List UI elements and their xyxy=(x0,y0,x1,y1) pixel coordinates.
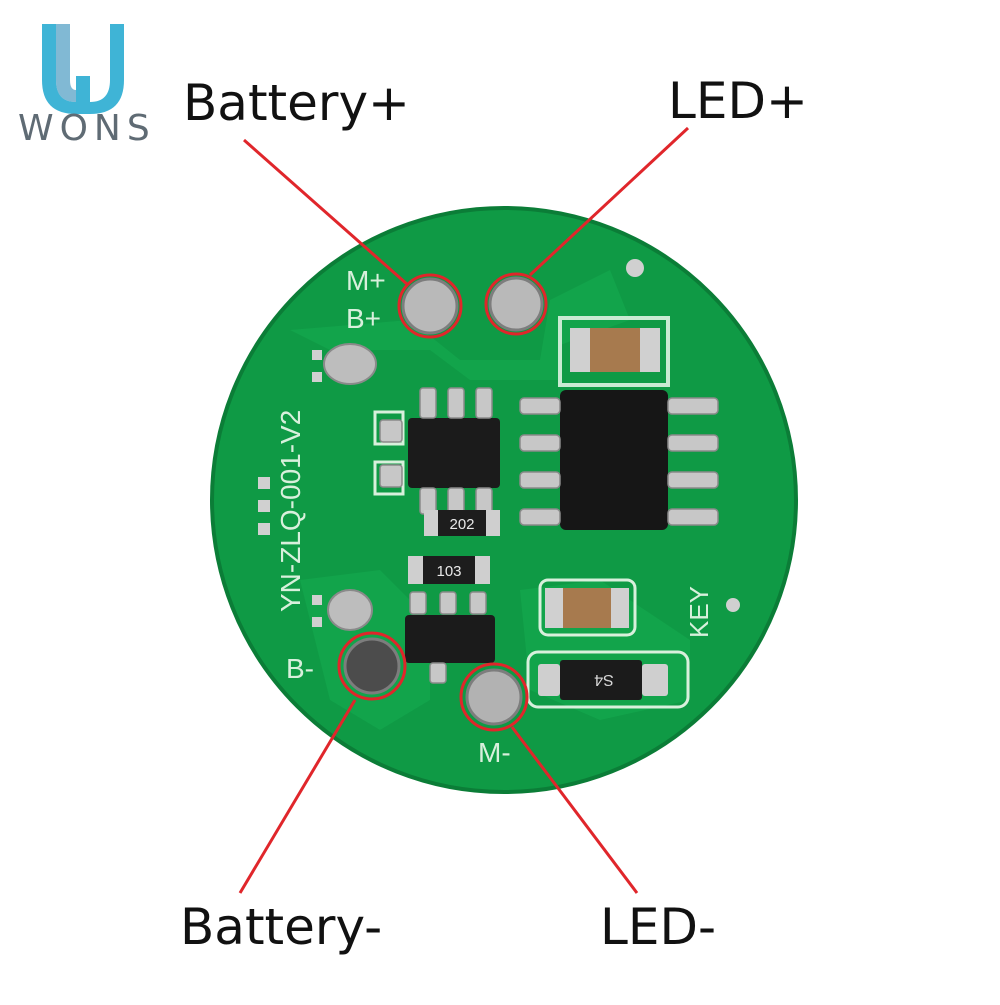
silk-b-plus: B+ xyxy=(346,303,381,334)
resistor-202: 202 xyxy=(424,510,500,536)
pad-battery-minus xyxy=(337,631,407,701)
sot23-chip xyxy=(408,418,500,488)
transistor-s4: S4 xyxy=(538,660,668,700)
capacitor-bottom xyxy=(545,588,629,628)
callout-battery-plus: Battery+ xyxy=(183,74,410,132)
pad-led-plus xyxy=(484,272,548,336)
callout-led-plus: LED+ xyxy=(668,72,808,130)
pad-battery-plus xyxy=(397,273,463,339)
silk-m-plus: M+ xyxy=(346,265,386,296)
resistor-202-label: 202 xyxy=(449,516,474,533)
pad-led-minus xyxy=(459,662,529,732)
callout-battery-minus: Battery- xyxy=(180,898,383,956)
transistor-label: S4 xyxy=(594,671,614,688)
silk-b-minus: B- xyxy=(286,653,314,684)
brand-wordmark: WONS xyxy=(18,108,156,149)
capacitor-top xyxy=(570,328,660,372)
resistor-103-label: 103 xyxy=(436,563,461,580)
silk-model: YN-ZLQ-001-V2 xyxy=(275,410,306,612)
resistor-103: 103 xyxy=(408,556,490,584)
callout-lines xyxy=(238,126,690,894)
soic8-chip xyxy=(560,390,668,530)
wons-logo-icon xyxy=(42,24,124,114)
silk-key: KEY xyxy=(684,586,714,638)
mosfet-chip xyxy=(405,615,495,663)
callout-led-minus: LED- xyxy=(600,898,716,956)
silk-m-minus: M- xyxy=(478,737,511,768)
